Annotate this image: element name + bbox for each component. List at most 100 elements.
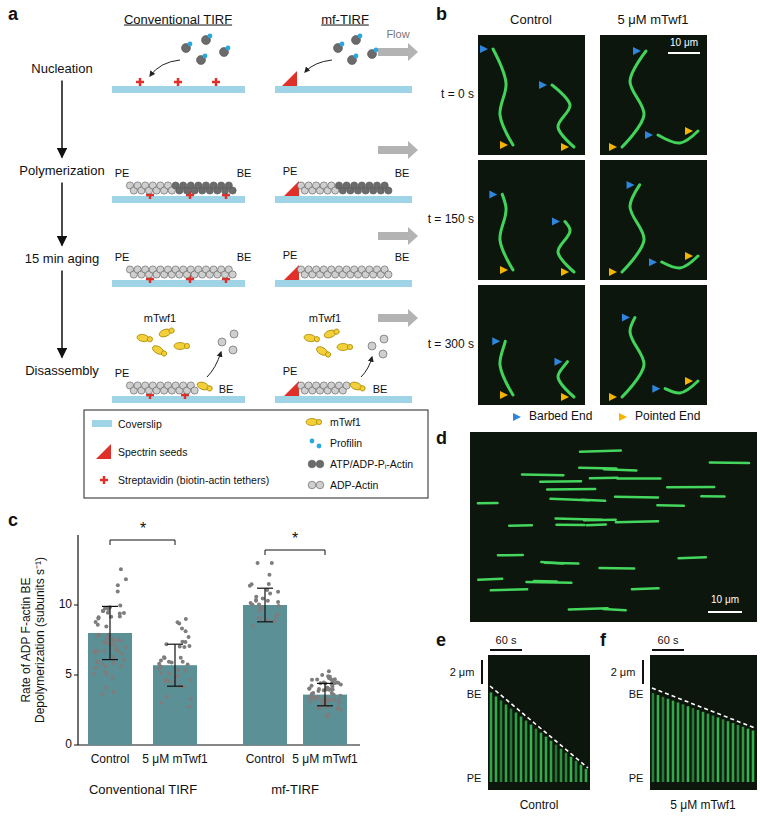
scale-bars [482,53,742,684]
data-point [276,600,280,604]
coverslip [112,396,245,403]
actin-subunit [368,342,376,350]
data-point [118,615,122,619]
kymograph-stripe [717,717,720,782]
micrograph [478,160,585,280]
data-point [94,620,98,624]
twinfilin-protein [136,334,153,344]
data-point [122,658,126,662]
spectrin-seed [282,71,297,86]
data-point [267,582,271,586]
data-point [184,629,188,633]
tick [74,745,78,746]
kymograph-stripe [732,723,735,782]
kymograph-stripe [560,749,563,782]
actin-subunit [316,481,324,489]
end-arrowhead [480,45,488,53]
data-point [120,652,124,656]
actin-filament [126,382,198,394]
stage-name: 15 min aging [25,251,99,266]
profilin [203,54,208,59]
coverslip [275,86,412,93]
data-point [159,659,163,663]
data-point [251,624,255,628]
scale-bar [481,660,483,684]
kymograph-stripe [712,716,715,782]
actin-filament-image [587,523,606,526]
data-point [337,701,341,705]
data-point [162,655,166,659]
data-point [338,694,342,698]
data-point [270,561,274,565]
end-label: BE [467,688,482,701]
data-point [336,681,340,685]
actin-filament-image [615,495,658,498]
actin-filament-image [522,473,563,476]
coverslip [275,396,412,403]
kymograph-stripe [565,753,568,782]
actin-filament-image [493,174,513,270]
kymograph-signal [652,688,755,782]
end-arrowhead [539,81,547,89]
end-arrowhead [685,127,693,135]
data-point [267,573,271,577]
twinfilin-domain [347,344,352,349]
twinfilin-domain [325,351,332,358]
actin-filament-image [658,381,698,393]
data-point [159,671,163,675]
data-point [106,640,110,644]
panel-letter: f [600,630,606,651]
kymograph-stripe [585,769,588,782]
process-arrow [150,60,180,76]
actin-filament-image [667,486,714,489]
end-label: BE [395,167,410,180]
data-point [250,582,254,586]
twinfilin-protein [174,343,190,350]
error-bar [109,606,110,659]
actin-subunit [308,460,316,468]
data-point [96,616,100,620]
data-point [184,617,188,621]
spectrin-seed [284,181,299,196]
data-point [326,699,330,703]
twinfilin-domain [168,327,175,334]
scale-label: 60 s [658,634,679,647]
condition-label: 5 μM mTwf1 [670,799,736,813]
actin-filament-image [701,495,724,498]
data-point [163,656,167,660]
data-point [277,604,281,608]
micrograph [470,432,757,622]
end-arrowhead [609,393,617,401]
profilin [208,34,213,39]
actin-filament [126,182,236,194]
data-point [186,663,190,667]
actin-filament-image [478,578,502,581]
error-cap [317,705,333,706]
data-point [183,669,187,673]
panel-d-filaments [478,450,749,610]
twinfilin-protein [337,344,353,351]
actin-subunit [316,460,324,468]
actin-filament-image [603,609,625,610]
actin-filament-image [569,608,608,609]
data-point [96,649,100,653]
end-arrowhead [561,393,569,401]
end-label: BE [237,251,252,264]
data-point [95,659,99,663]
actin-filament-image [590,476,617,479]
end-arrowhead [649,258,657,266]
data-point [118,604,122,608]
legend-samples [92,419,324,489]
panel-c-chart [88,561,347,745]
profilin [188,42,193,47]
actin-filament-image [478,502,498,505]
stage-name: Polymerization [19,163,104,178]
end-arrowhead [652,385,660,393]
end-arrowhead [609,268,617,276]
data-point [124,577,128,581]
data-point [180,640,184,644]
category-label: Control [246,753,285,767]
data-point [249,601,253,605]
data-point [325,715,329,719]
panel-b-filaments [480,45,698,421]
